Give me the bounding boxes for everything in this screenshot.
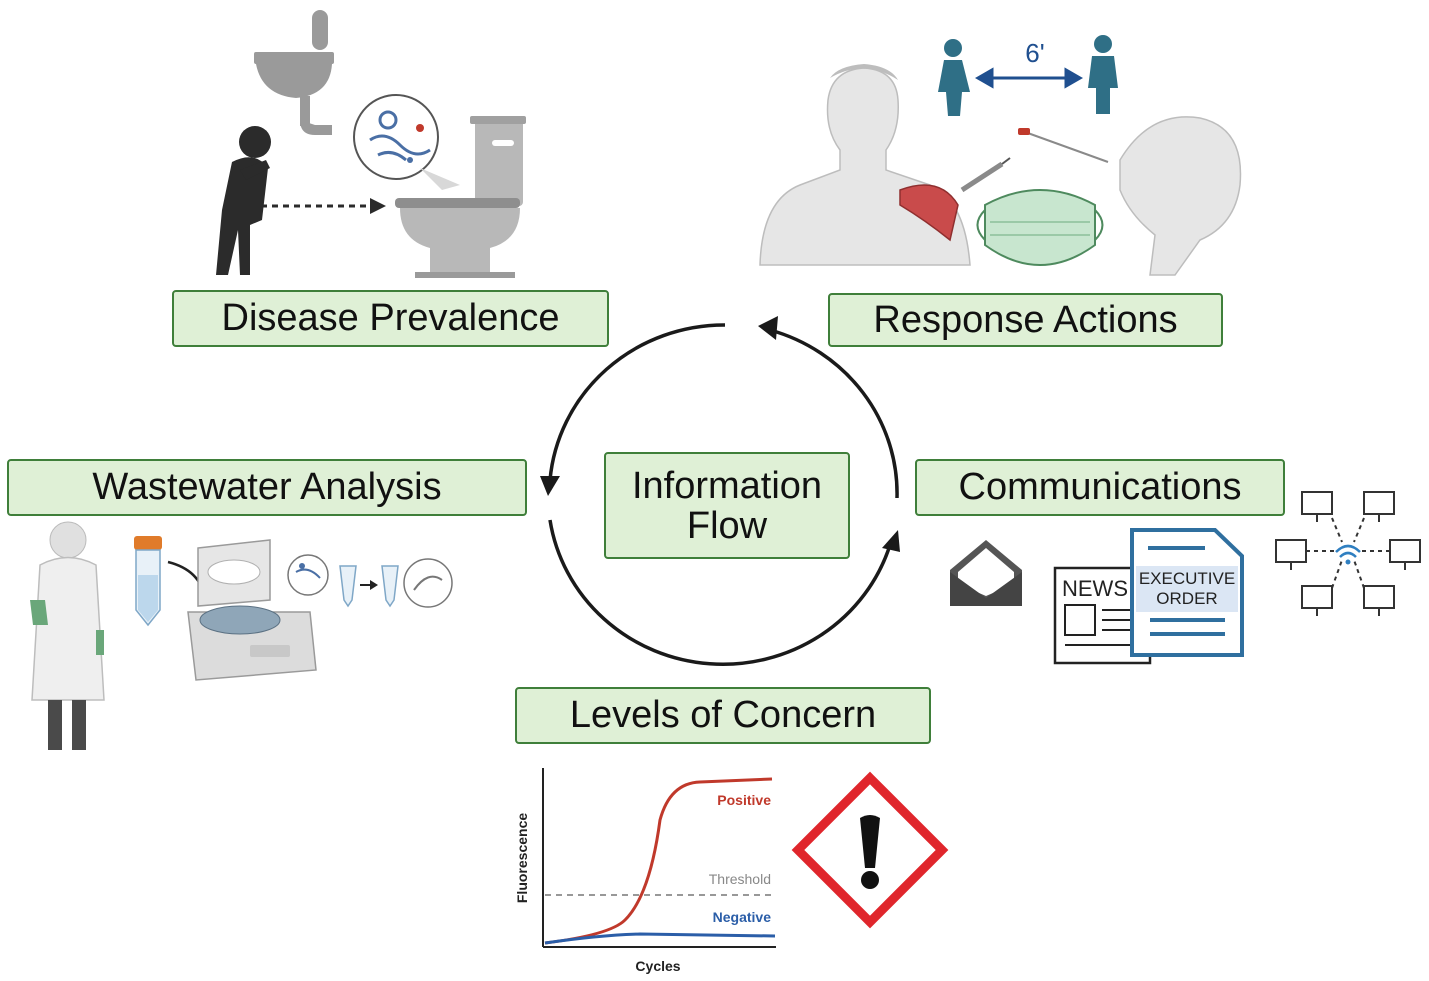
network-monitor-icon: [1301, 585, 1333, 616]
executive-order-line1: EXECUTIVE: [1139, 569, 1235, 588]
disease-prevalence-illustration: [216, 10, 526, 278]
social-distance-icon: [938, 35, 1118, 116]
arrow-bottom-right: [548, 519, 892, 666]
series-positive-label: Positive: [717, 792, 771, 808]
arrow-top-left: [548, 323, 726, 481]
wifi-icon: [1335, 544, 1361, 558]
arrow-right-top: [769, 328, 899, 499]
network-monitor-icon: [1363, 585, 1395, 616]
sample-processing-icon: [287, 554, 453, 608]
node-communications-label: Communications: [958, 466, 1242, 508]
network-monitor-icon: [1389, 539, 1421, 570]
sample-tube-icon: [134, 536, 162, 627]
node-disease-prevalence: Disease Prevalence: [172, 290, 609, 347]
arrow-heads: [540, 316, 900, 552]
series-negative-label: Negative: [713, 909, 772, 925]
toilet-icon: [395, 116, 526, 278]
nasal-swab-icon: [1018, 116, 1242, 276]
cycle-arrows: [548, 323, 899, 666]
series-positive-line: [544, 777, 773, 945]
series-negative-line: [544, 932, 776, 945]
x-axis-label: Cycles: [635, 958, 680, 974]
communications-illustration: NEWS EXECUTIVE ORDER: [950, 491, 1421, 665]
news-label: NEWS: [1062, 576, 1128, 601]
node-communications: Communications: [915, 459, 1285, 516]
executive-order-line2: ORDER: [1156, 589, 1217, 608]
center-label-line1: Information: [631, 464, 823, 507]
virus-bubble-icon: [353, 94, 439, 180]
threshold-label: Threshold: [709, 871, 771, 887]
network-icon: [1275, 491, 1421, 616]
centrifuge-icon: [187, 539, 317, 681]
node-levels-of-concern: Levels of Concern: [515, 687, 931, 744]
sink-icon: [254, 10, 334, 135]
network-monitor-icon: [1363, 491, 1395, 522]
center-label-line2: Flow: [686, 504, 768, 547]
y-axis-label: Fluorescence: [514, 813, 530, 903]
sick-person-icon: [216, 126, 271, 275]
vaccinated-person-icon: [759, 64, 1011, 266]
node-response-actions: Response Actions: [828, 293, 1223, 347]
warning-icon: [791, 771, 949, 929]
envelope-icon: [950, 540, 1022, 606]
qpcr-chart: Positive Threshold Negative Cycles Fluor…: [514, 768, 776, 974]
node-information-flow: Information Flow: [604, 452, 850, 559]
face-mask-icon: [976, 189, 1104, 266]
network-monitor-icon: [1275, 539, 1307, 570]
distance-label: 6': [1025, 38, 1044, 68]
node-wastewater-analysis: Wastewater Analysis: [7, 459, 527, 516]
wastewater-analysis-illustration: [30, 521, 453, 750]
node-disease-prevalence-label: Disease Prevalence: [221, 297, 560, 339]
response-actions-illustration: 6': [759, 35, 1242, 276]
executive-order-icon: EXECUTIVE ORDER: [1130, 528, 1244, 657]
network-monitor-icon: [1301, 491, 1333, 522]
node-wastewater-analysis-label: Wastewater Analysis: [92, 466, 442, 508]
node-response-actions-label: Response Actions: [873, 298, 1178, 341]
scientist-icon: [30, 521, 105, 750]
node-levels-of-concern-label: Levels of Concern: [569, 694, 877, 736]
